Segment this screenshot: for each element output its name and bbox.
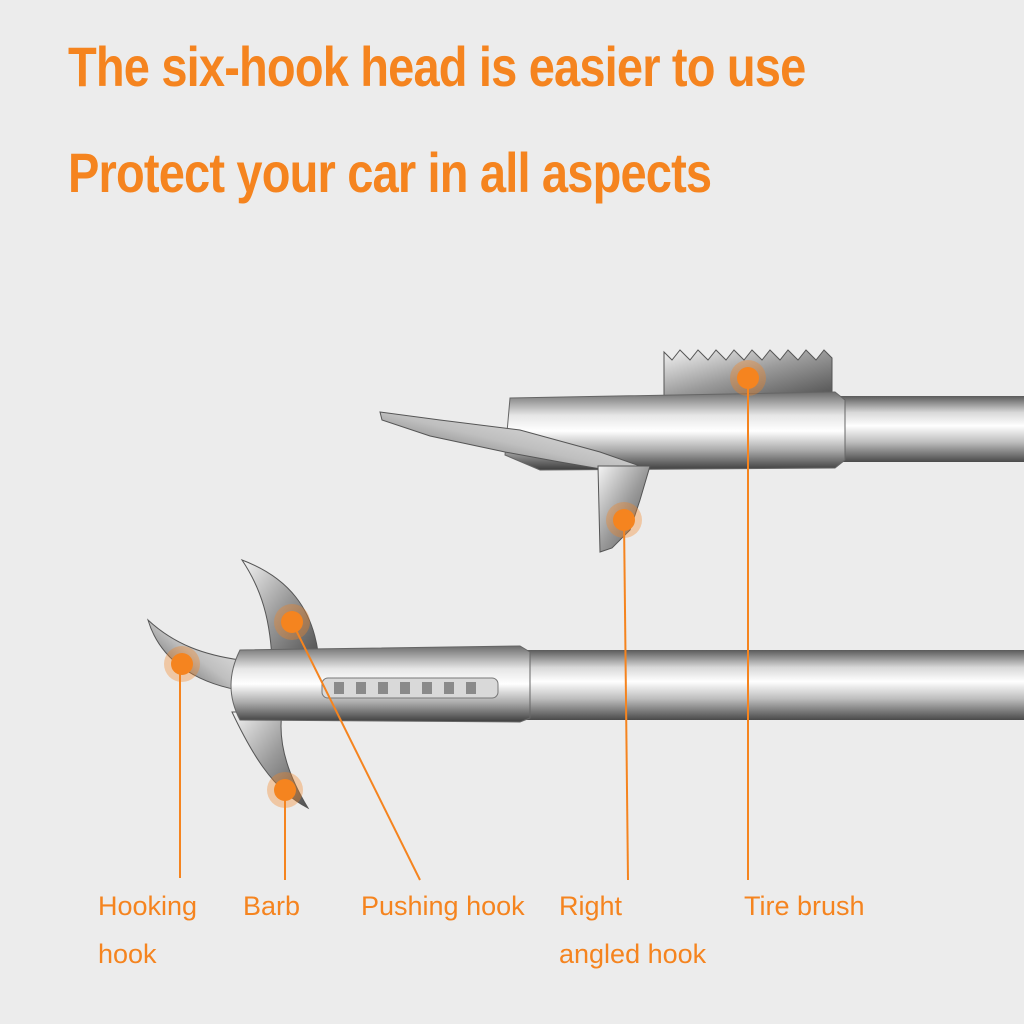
leader-lines [179,378,749,881]
marker-dots [164,360,766,808]
upper-tool [379,349,1024,553]
lower-tool-rod [518,650,1024,720]
label-right-angled-hook-line1: Right [559,891,623,921]
label-barb: Barb [243,891,301,921]
leader-right-angled-hook [623,519,629,881]
marker-pushing-hook [274,604,310,640]
marker-hooking-hook [164,646,200,682]
upper-tool-rod [835,396,1024,462]
marker-tire-brush [730,360,766,396]
label-hooking-hook: Hooking hook [98,882,197,978]
marker-right-angled-hook [606,502,642,538]
label-pushing-hook: Pushing hook [361,891,525,921]
label-hooking-hook-line1: Hooking [98,891,198,921]
leader-pushing-hook [291,621,421,881]
headline-line-2: Protect your car in all aspects [68,141,712,204]
headline-line-1: The six-hook head is easier to use [68,35,806,98]
label-right-angled-hook: Right angled hook [559,882,706,978]
lower-tool [146,558,1024,810]
label-hooking-hook-line2: hook [98,939,157,969]
label-tire-brush: Tire brush [744,891,865,921]
label-right-angled-hook-line2: angled hook [559,939,707,969]
slot-teeth [334,682,476,694]
marker-barb [267,772,303,808]
